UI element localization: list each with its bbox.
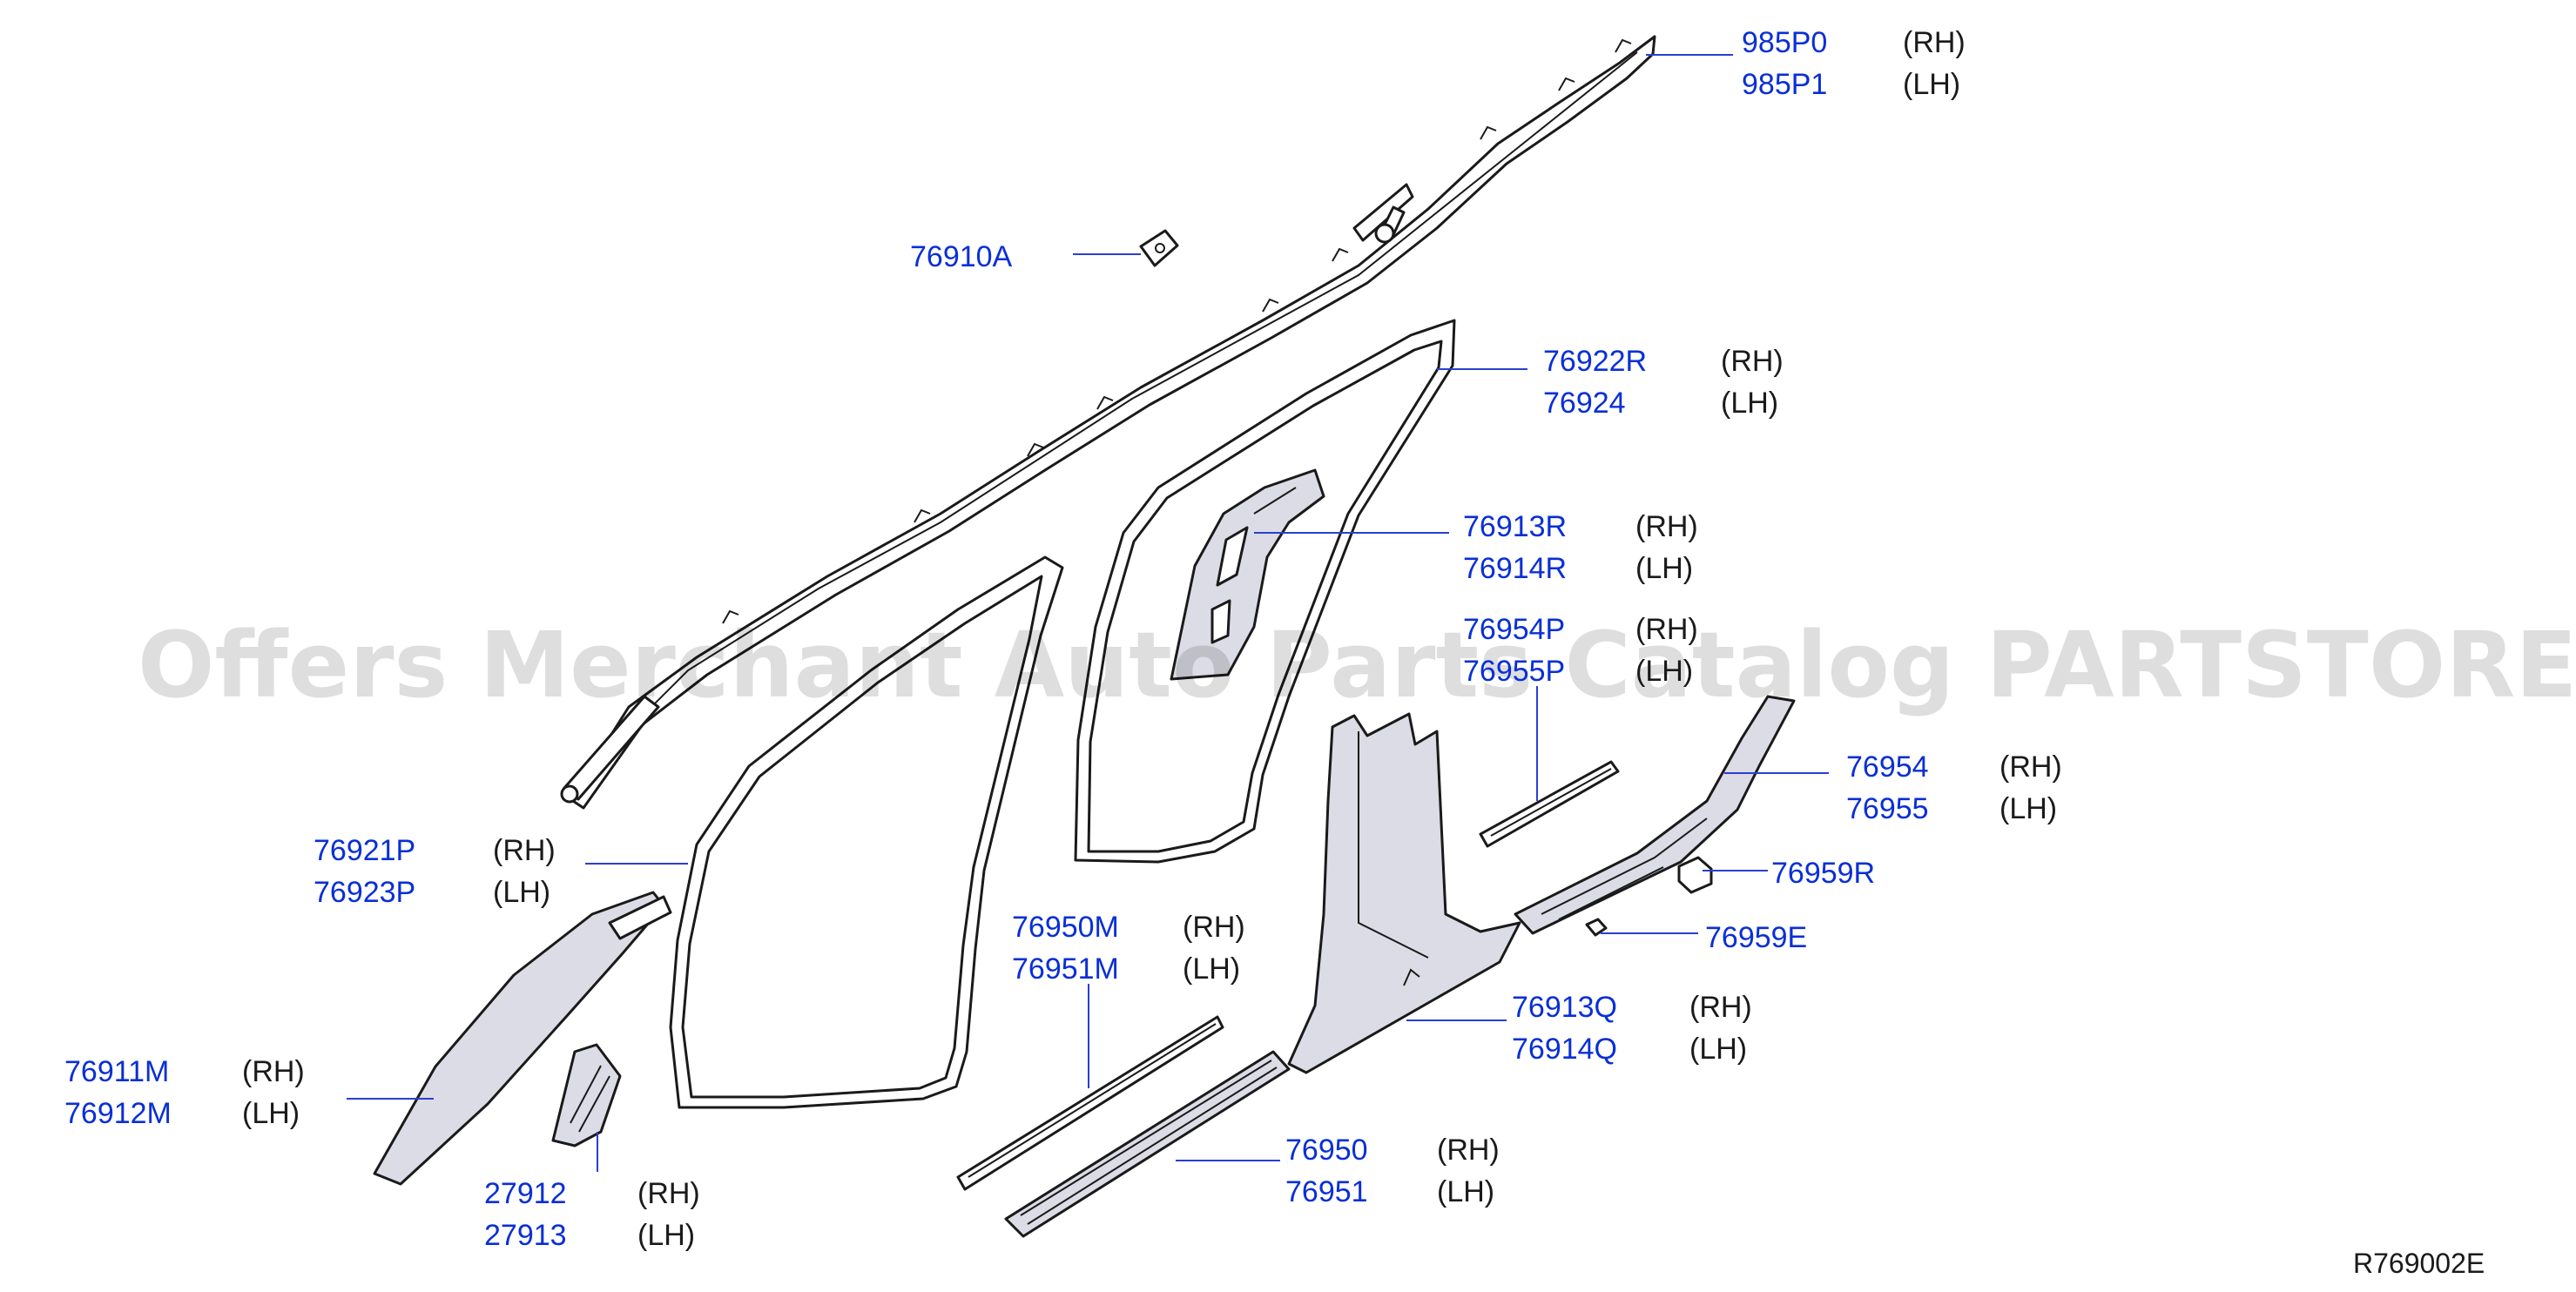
part-number-76950[interactable]: 76950 — [1285, 1134, 1368, 1167]
part-number-76951[interactable]: 76951 — [1285, 1175, 1368, 1208]
part-number-76923p[interactable]: 76923P — [314, 876, 415, 909]
kicking-plate-part[interactable] — [1514, 695, 1796, 935]
side-76923p: (LH) — [493, 876, 550, 909]
drawing-code: R769002E — [2353, 1248, 2485, 1279]
scuff-strip-upper-part[interactable] — [1479, 760, 1620, 848]
side-76954: (RH) — [1999, 750, 2062, 784]
part-number-76959r[interactable]: 76959R — [1771, 857, 1875, 890]
part-number-76913q[interactable]: 76913Q — [1512, 991, 1617, 1024]
side-76922r: (RH) — [1721, 345, 1784, 378]
pillar-upper-trim-part[interactable] — [1170, 468, 1325, 681]
clip-76959r-part[interactable] — [1677, 856, 1713, 894]
part-number-27913[interactable]: 27913 — [484, 1219, 567, 1252]
side-985p1: (LH) — [1903, 68, 1960, 101]
part-number-76922r[interactable]: 76922R — [1543, 345, 1647, 378]
part-number-985p1[interactable]: 985P1 — [1742, 68, 1827, 101]
side-76913r: (RH) — [1635, 510, 1698, 543]
part-number-76955[interactable]: 76955 — [1846, 792, 1929, 825]
front-door-weatherstrip-part[interactable] — [669, 555, 1064, 1109]
assist-grip-part[interactable] — [551, 1043, 622, 1147]
part-number-76954p[interactable]: 76954P — [1463, 613, 1565, 646]
clip-76959e-part[interactable] — [1585, 918, 1608, 937]
side-76911m: (RH) — [242, 1055, 305, 1088]
side-76921p: (RH) — [493, 834, 556, 867]
leader-lines — [347, 54, 1829, 1172]
side-76954p: (RH) — [1635, 613, 1698, 646]
part-number-76959e[interactable]: 76959E — [1705, 921, 1807, 954]
part-number-76951m[interactable]: 76951M — [1012, 952, 1119, 986]
side-76913q: (RH) — [1689, 991, 1752, 1024]
a-pillar-garnish-part[interactable] — [373, 891, 672, 1186]
side-27912: (RH) — [637, 1177, 700, 1210]
part-number-27912[interactable]: 27912 — [484, 1177, 567, 1210]
side-76955p: (LH) — [1635, 655, 1693, 688]
rear-door-weatherstrip-part[interactable] — [1074, 319, 1456, 864]
front-scuff-strip-part[interactable] — [956, 1015, 1224, 1191]
side-76914q: (LH) — [1689, 1033, 1747, 1066]
part-number-76912m[interactable]: 76912M — [64, 1097, 172, 1130]
part-number-76910a[interactable]: 76910A — [910, 240, 1013, 273]
side-76955: (LH) — [1999, 792, 2057, 825]
watermark: Offers Merchant Auto Parts Catalog PARTS… — [138, 612, 2576, 718]
part-number-985p0[interactable]: 985P0 — [1742, 26, 1827, 59]
side-76950m: (RH) — [1183, 911, 1245, 944]
part-number-76921p[interactable]: 76921P — [314, 834, 415, 867]
pillar-lower-garnish-part[interactable] — [1287, 712, 1521, 1074]
part-number-76954[interactable]: 76954 — [1846, 750, 1929, 784]
side-985p0: (RH) — [1903, 26, 1966, 59]
part-number-76911m[interactable]: 76911M — [64, 1055, 169, 1088]
part-number-76914r[interactable]: 76914R — [1463, 552, 1567, 585]
side-76951m: (LH) — [1183, 952, 1240, 986]
side-76924: (LH) — [1721, 387, 1778, 420]
callout-labels: 985P0 (RH) 985P1 (LH) 76910A 76922R (RH)… — [64, 26, 2062, 1252]
part-number-76950m[interactable]: 76950M — [1012, 911, 1119, 944]
part-number-76955p[interactable]: 76955P — [1463, 655, 1565, 688]
part-number-76914q[interactable]: 76914Q — [1512, 1033, 1617, 1066]
front-kicking-plate-part[interactable] — [1004, 1050, 1291, 1238]
part-number-76924[interactable]: 76924 — [1543, 387, 1626, 420]
side-76951: (LH) — [1437, 1175, 1494, 1208]
side-76912m: (LH) — [242, 1097, 300, 1130]
part-number-76913r[interactable]: 76913R — [1463, 510, 1567, 543]
side-76950: (RH) — [1437, 1134, 1500, 1167]
side-27913: (LH) — [637, 1219, 695, 1252]
side-76914r: (LH) — [1635, 552, 1693, 585]
curtain-airbag-part[interactable] — [560, 35, 1656, 810]
clip-76910a-part[interactable] — [1139, 229, 1179, 267]
